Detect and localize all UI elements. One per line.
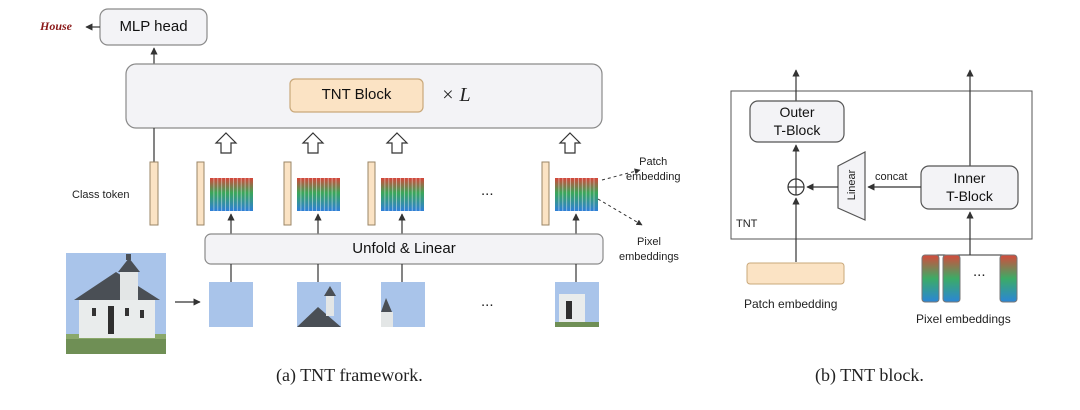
hollow-up-arrow-4 xyxy=(558,132,582,154)
hollow-up-arrow-1 xyxy=(214,132,238,154)
caption-b: (b) TNT block. xyxy=(815,365,924,385)
patch-token-bar-2 xyxy=(283,161,292,226)
unfold-linear-box xyxy=(204,233,604,265)
patch-token-bar-1 xyxy=(196,161,205,226)
patch-token-bar-4 xyxy=(541,161,550,226)
pixel-embeddings-callout xyxy=(597,198,643,226)
embedding-tokens xyxy=(149,161,598,234)
caption-a: (a) TNT framework. xyxy=(276,365,423,385)
patch-connectors xyxy=(230,264,577,282)
pixel-embedding-block-3 xyxy=(381,178,424,211)
pixel-embedding-block-1 xyxy=(210,178,253,211)
hollow-up-arrow-2 xyxy=(301,132,325,154)
pixel-embedding-block-2 xyxy=(297,178,340,211)
concat-label: concat xyxy=(875,171,908,183)
patch-token-bar-3 xyxy=(367,161,376,226)
outer-t-block-box xyxy=(749,100,845,143)
pixel-strip-ellipsis: ... xyxy=(973,263,986,280)
output-label: House xyxy=(40,19,73,33)
patch-embedding-callout xyxy=(601,168,641,181)
inner-t-block-label: Inner T-Block xyxy=(946,170,993,204)
image-patch-1 xyxy=(209,282,253,327)
linear-label: Linear xyxy=(846,169,858,201)
patch-embedding-input-label: Patch embedding xyxy=(744,297,838,311)
outer-t-block-label: Outer T-Block xyxy=(773,104,821,138)
hollow-up-arrow-3 xyxy=(385,132,409,154)
unfold-linear-label: Unfold & Linear xyxy=(352,239,456,257)
hollow-arrows xyxy=(214,132,582,154)
repeat-label: × L xyxy=(441,84,471,106)
tnt-block-box xyxy=(289,78,424,113)
patch-ellipsis: ... xyxy=(481,293,494,310)
image-patch-3 xyxy=(381,282,425,327)
tnt-frame-label: TNT xyxy=(736,218,758,230)
tnt-block-label: TNT Block xyxy=(321,86,392,104)
token-ellipsis: ... xyxy=(481,182,494,199)
linear-projection-box xyxy=(837,151,866,221)
image-patch-4 xyxy=(555,282,599,327)
patch-embedding-bar xyxy=(746,262,845,285)
pixel-embedding-block-4 xyxy=(555,178,598,211)
mlp-head-label: MLP head xyxy=(119,17,188,35)
house-image xyxy=(66,253,166,354)
pixel-embedding-strip-3 xyxy=(999,254,1018,303)
image-patch-2 xyxy=(297,282,341,327)
patch-embedding-label: Patch embedding xyxy=(626,156,681,183)
pixel-embedding-strip-2 xyxy=(942,254,961,303)
class-token-bar xyxy=(149,161,159,226)
pixel-embedding-strip-1 xyxy=(921,254,940,303)
pixel-embeddings-input-label: Pixel embeddings xyxy=(916,312,1011,326)
class-token-label: Class token xyxy=(72,189,130,201)
pixel-embeddings-label: Pixel embeddings xyxy=(619,236,679,263)
